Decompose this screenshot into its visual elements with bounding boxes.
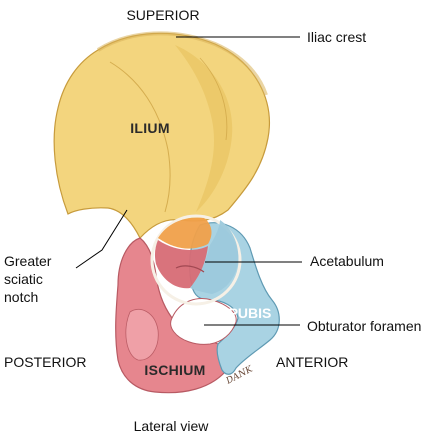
caption-label: Lateral view	[134, 418, 210, 434]
greater-sciatic-notch-leader	[75, 209, 128, 269]
acetabulum-label: Acetabulum	[310, 253, 384, 269]
superior-label: SUPERIOR	[126, 7, 199, 23]
obturator-foramen-shape	[170, 298, 237, 345]
anterior-label: ANTERIOR	[276, 354, 348, 370]
acetabulum-ischium-part	[154, 240, 208, 289]
greater-sciatic-notch-label-line3: notch	[4, 289, 38, 305]
ischium-label: ISCHIUM	[144, 362, 205, 378]
pubis-label: PUBIS	[229, 305, 272, 321]
ischial-tuberosity	[125, 308, 159, 361]
ilium-label: ILIUM	[130, 120, 170, 136]
ilium-ridge-2	[199, 57, 228, 141]
iliac-crest-edge	[96, 31, 268, 96]
ischium-bone	[115, 237, 230, 394]
ilium-shading	[175, 45, 233, 212]
acetabulum-socket	[150, 214, 242, 306]
greater-sciatic-notch-label-line2: sciatic	[4, 271, 43, 287]
posterior-label: POSTERIOR	[4, 354, 86, 370]
obturator-foramen-label: Obturator foramen	[307, 318, 421, 334]
acetabular-notch	[175, 265, 205, 273]
ilium-bone	[53, 31, 270, 240]
acetabulum-rim	[150, 214, 242, 306]
ilium-ridge	[109, 61, 171, 213]
iliac-crest-label: Iliac crest	[307, 29, 366, 45]
greater-sciatic-notch-label-line1: Greater	[4, 253, 52, 269]
acetabulum-ilium-part	[158, 217, 212, 249]
acetabulum-pubis-part	[190, 220, 239, 294]
